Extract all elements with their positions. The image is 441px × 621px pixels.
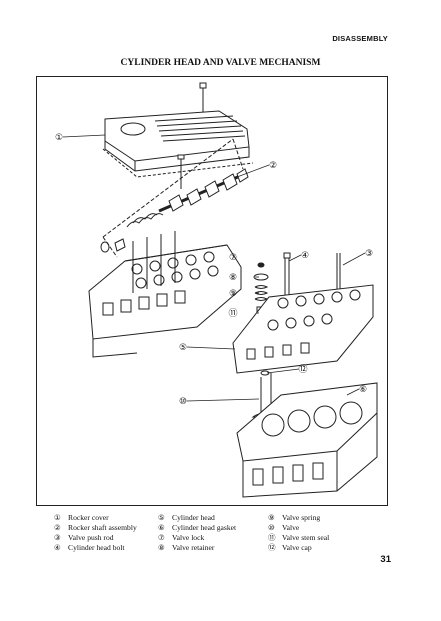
- leader-lines: [62, 134, 366, 402]
- callout-5: ⑤: [179, 343, 187, 353]
- callout-7: ⑦: [229, 253, 237, 263]
- exploded-diagram: ① ② ③ ④ ⑤ ⑥ ⑦ ⑧ ⑨ ⑩ ⑪ ⑫: [36, 76, 388, 506]
- rocker-cover-illustration: [102, 82, 254, 178]
- callout-2: ②: [269, 161, 277, 171]
- callout-3: ③: [365, 249, 373, 259]
- callout-10: ⑩: [179, 397, 187, 407]
- section-header: DISASSEMBLY: [332, 34, 388, 43]
- cylinder-head-illustration: [232, 284, 374, 374]
- rocker-shaft-illustration: [100, 138, 249, 258]
- callout-9: ⑨: [229, 289, 237, 299]
- cylinder-head-block-illustration: [88, 231, 242, 358]
- callout-6: ⑥: [359, 385, 367, 395]
- callout-11: ⑪: [228, 308, 237, 319]
- page-title: CYLINDER HEAD AND VALVE MECHANISM: [120, 58, 321, 68]
- callout-12: ⑫: [298, 364, 307, 375]
- callout-8: ⑧: [229, 273, 237, 283]
- cylinder-block-illustration: [236, 382, 378, 498]
- page-number: 31: [380, 554, 391, 565]
- callout-4: ④: [301, 251, 309, 261]
- callout-1: ①: [55, 133, 63, 143]
